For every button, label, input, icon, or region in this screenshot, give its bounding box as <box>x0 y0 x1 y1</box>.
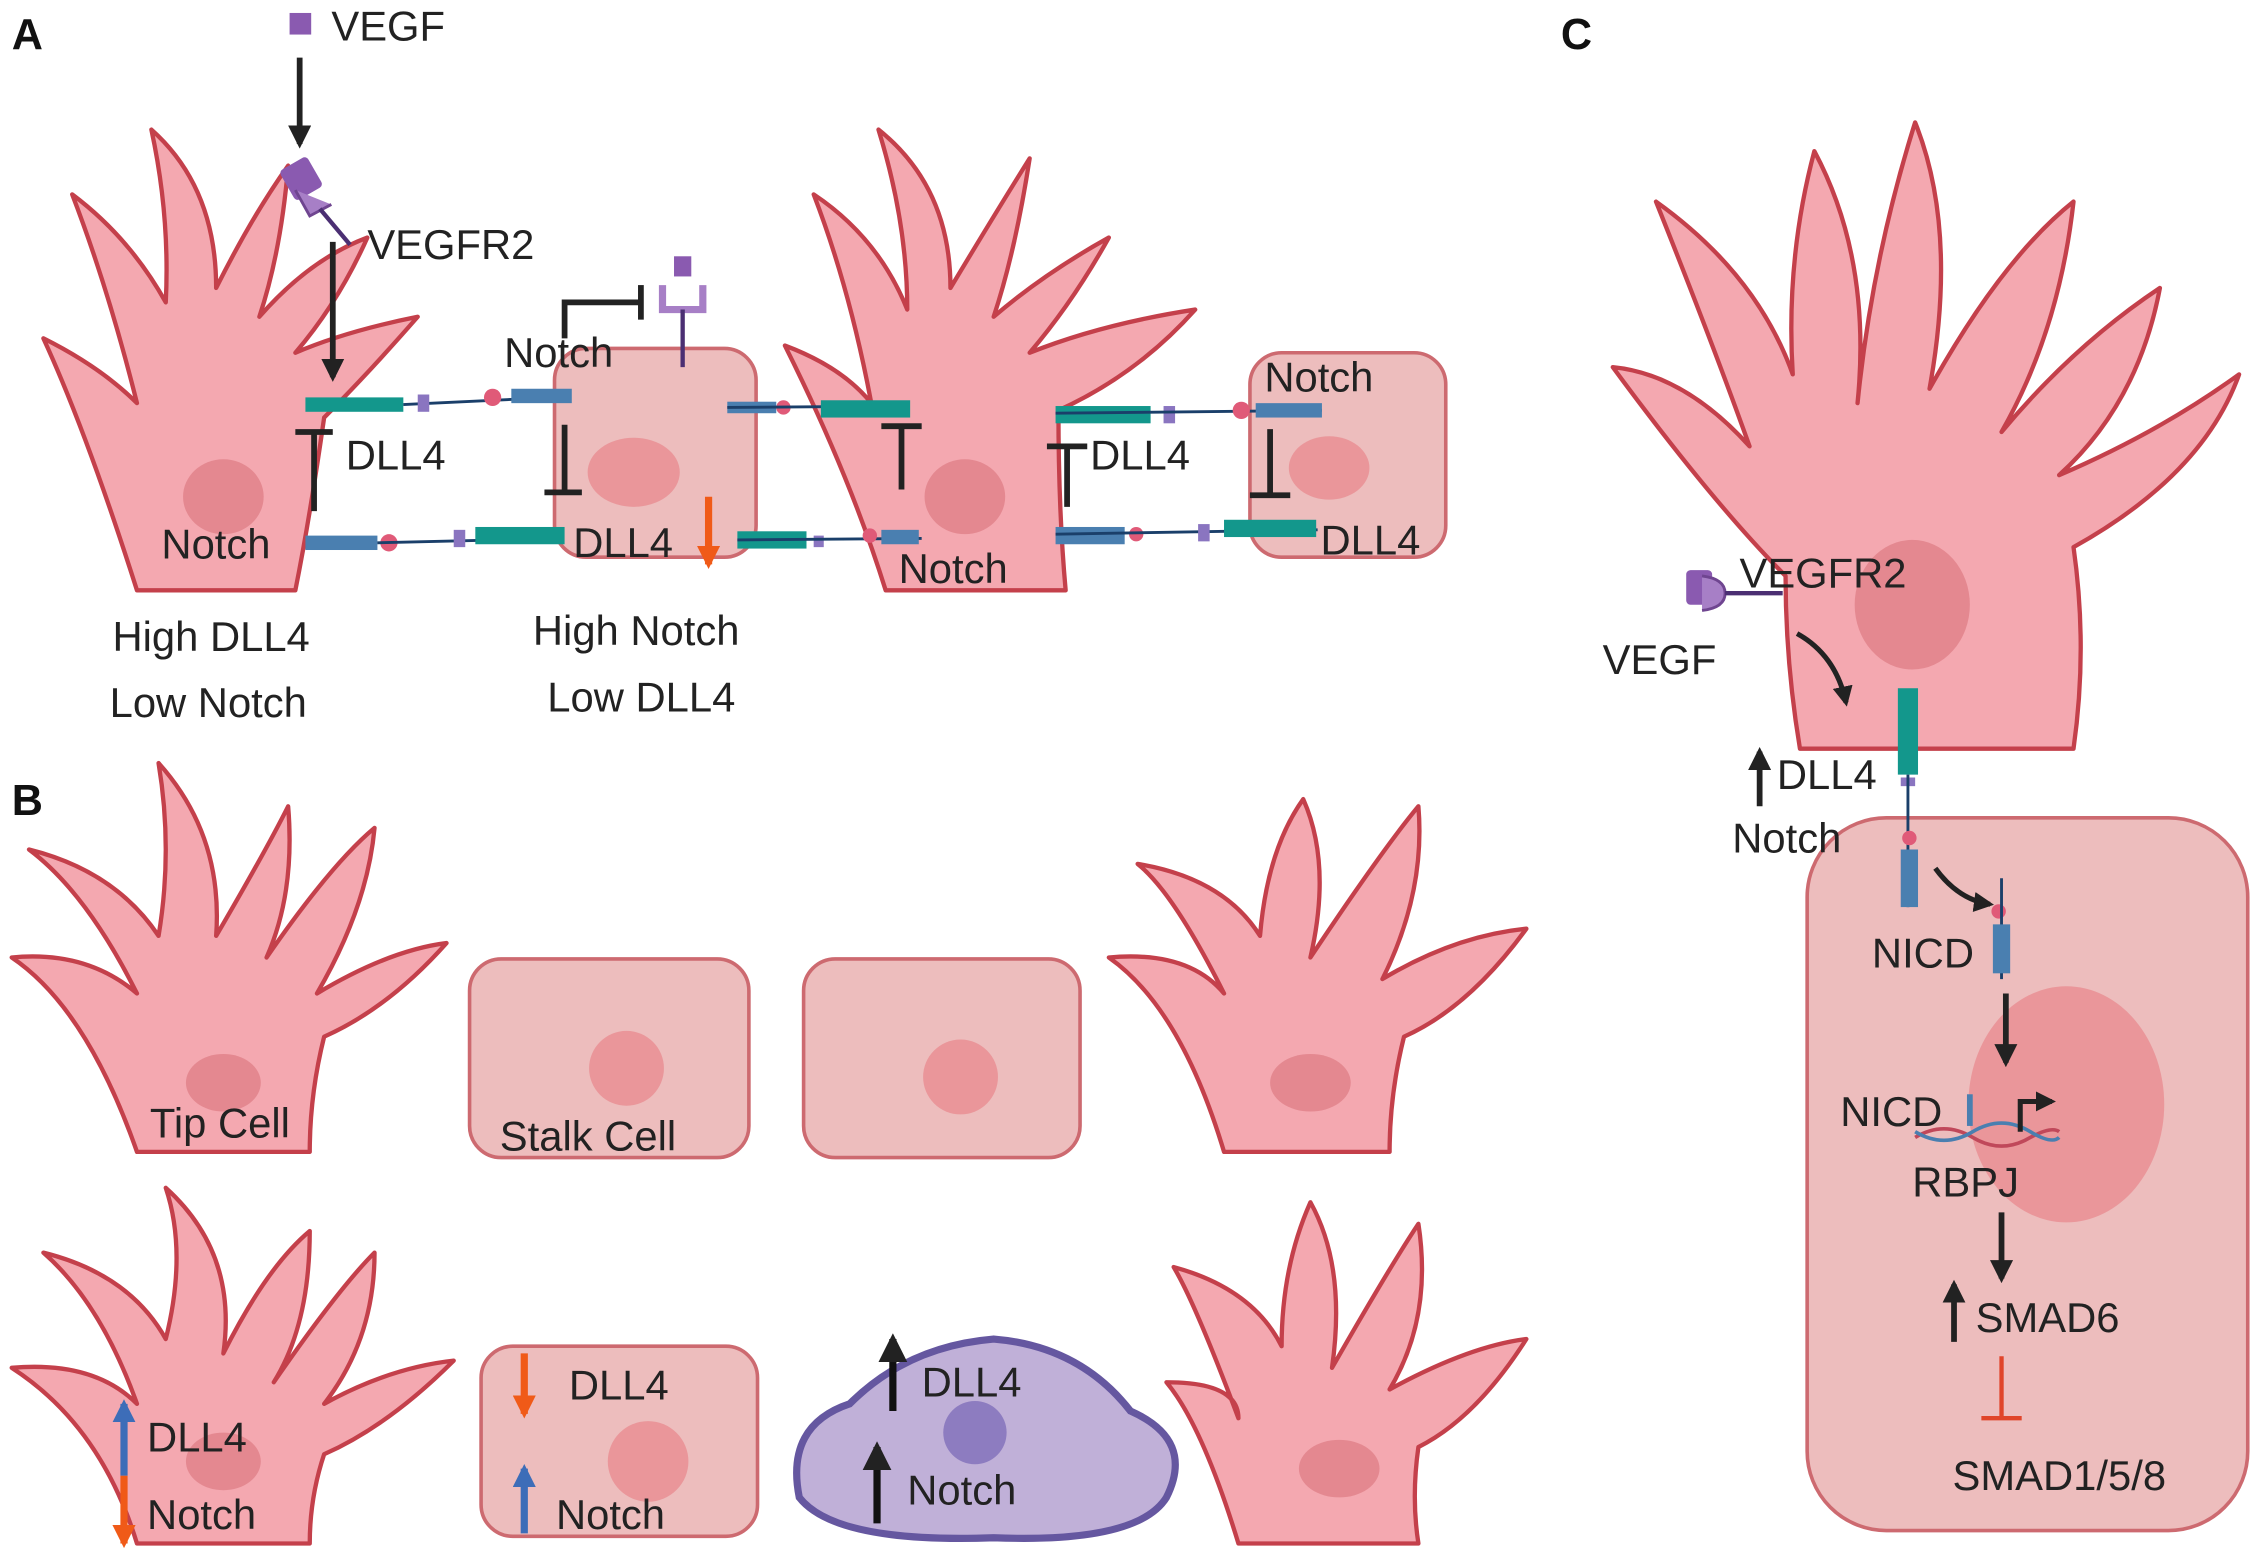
b-dll4-label-b: DLL4 <box>569 1362 669 1409</box>
receptor-icon <box>1686 570 1783 612</box>
a-caption-stalk-2: Low DLL4 <box>547 673 735 720</box>
c-notch-label: Notch <box>1732 814 1841 861</box>
a-vegf-label: VEGF <box>331 2 445 49</box>
b-notch-label-a: Notch <box>147 1491 256 1538</box>
a-dll4-right-label: DLL4 <box>1320 516 1420 563</box>
panel-label-b: B <box>12 777 43 825</box>
b-dll4-label-c: DLL4 <box>922 1359 1022 1406</box>
b-tip-cell-label: Tip Cell <box>150 1099 290 1146</box>
c-nicd-label-2: NICD <box>1840 1088 1942 1135</box>
tip-cell-a2 <box>782 127 1198 593</box>
a-notch-label-1: Notch <box>161 521 270 568</box>
a-vegfr2-label: VEGFR2 <box>367 221 534 268</box>
c-nicd-label-1: NICD <box>1872 930 1974 977</box>
a-dll4-label-2: DLL4 <box>1090 431 1190 478</box>
tip-cell-a1 <box>41 127 420 593</box>
a-notch-top-label: Notch <box>504 329 613 376</box>
dll4-ligand <box>1897 688 1919 775</box>
dna-icon <box>1914 1121 2061 1148</box>
c-rbpj-label: RBPJ <box>1912 1158 2019 1205</box>
tip-cell-b2 <box>1106 796 1529 1155</box>
panel-label-a: A <box>12 11 43 59</box>
transcription-start-icon <box>2017 1091 2056 1132</box>
a-notch-right-label: Notch <box>1264 354 1373 401</box>
b-notch-label-b: Notch <box>556 1491 665 1538</box>
a-notch-label-2: Notch <box>899 545 1008 592</box>
b-stalk-cell-label: Stalk Cell <box>500 1112 676 1159</box>
vegf-ligand-icon <box>289 12 312 35</box>
a-dll4-label-1: DLL4 <box>346 431 446 478</box>
inhibition-bar-icon <box>295 429 333 512</box>
a-caption-stalk-1: High Notch <box>533 607 740 654</box>
tip-cell-c <box>1610 120 2242 751</box>
tip-cell-b4 <box>1164 1200 1529 1546</box>
a-dll4-stalk-label: DLL4 <box>573 519 673 566</box>
b-notch-label-c: Notch <box>907 1467 1016 1514</box>
a-caption-tip-2: Low Notch <box>110 679 307 726</box>
c-smad6-label: SMAD6 <box>1976 1294 2120 1341</box>
receptor-icon <box>280 157 352 247</box>
tip-cell-b1 <box>9 760 449 1155</box>
panel-label-c: C <box>1561 11 1592 59</box>
a-caption-tip-1: High DLL4 <box>112 613 309 660</box>
c-vegf-label: VEGF <box>1603 636 1717 683</box>
c-vegfr2-label: VEGFR2 <box>1739 549 1906 596</box>
c-smad158-label: SMAD1/5/8 <box>1953 1452 2166 1499</box>
b-dll4-label-a: DLL4 <box>147 1413 247 1460</box>
receptor-icon <box>658 256 707 368</box>
junction-complexes-a <box>305 388 1322 552</box>
c-dll4-label: DLL4 <box>1777 751 1877 798</box>
